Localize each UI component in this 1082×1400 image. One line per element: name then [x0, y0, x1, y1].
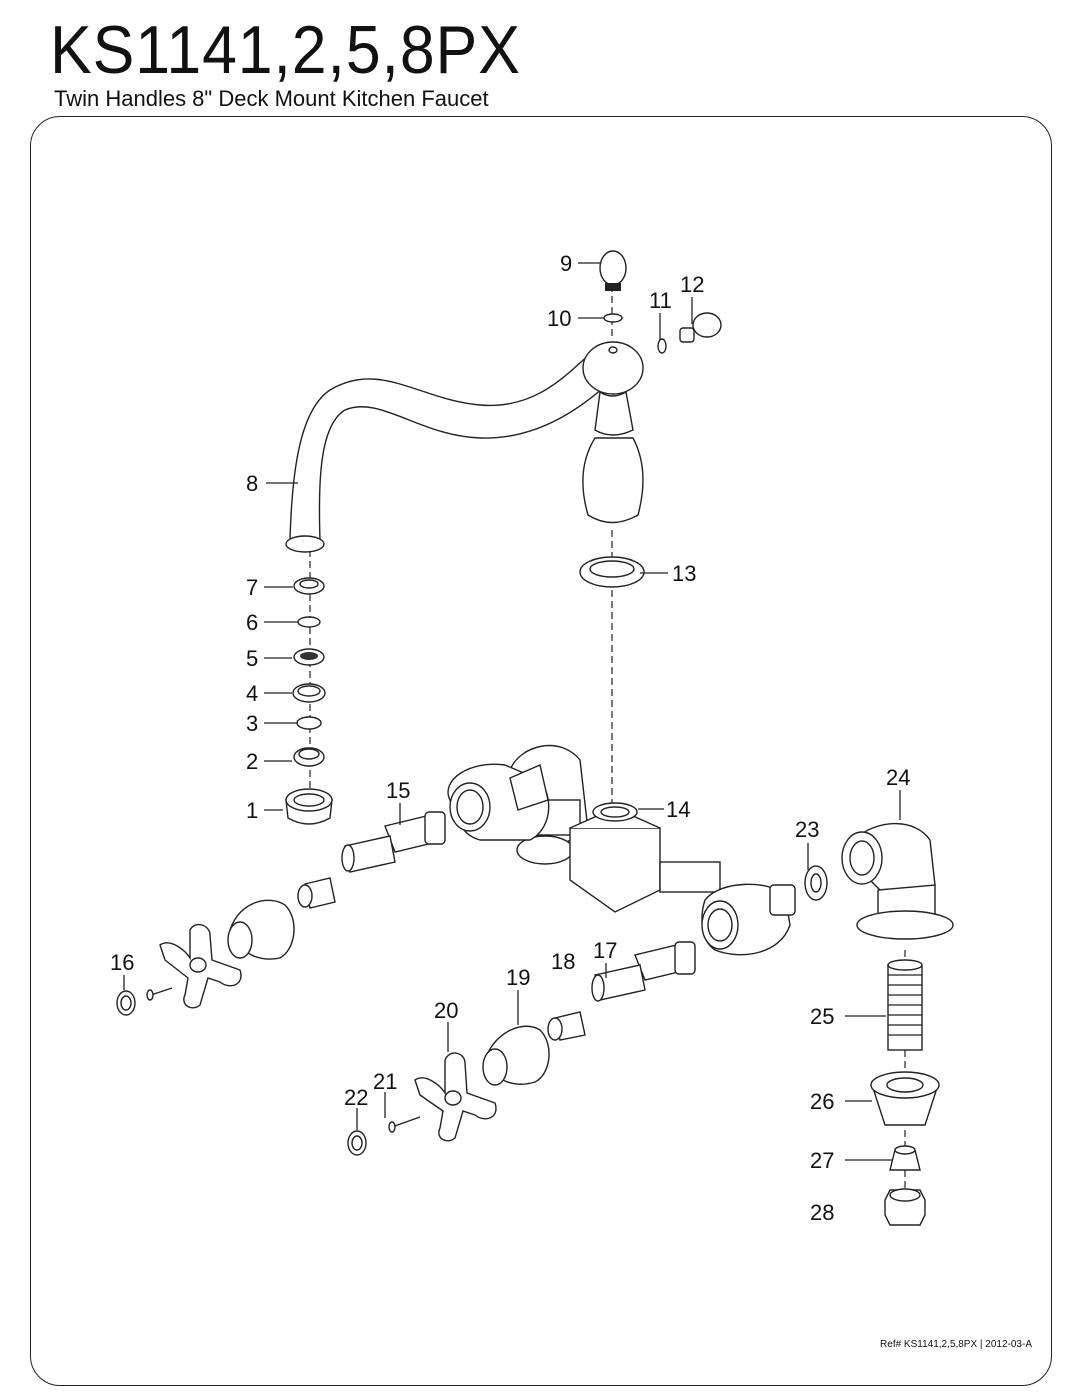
callout-11: 11 — [649, 288, 672, 313]
part-21-screw-head — [388, 1121, 396, 1133]
callout-23: 23 — [795, 817, 819, 842]
callout-15: 15 — [386, 778, 410, 803]
callout-27: 27 — [810, 1148, 834, 1173]
part-4-ring — [292, 683, 326, 703]
part-5-screen — [293, 648, 325, 666]
callout-21: 21 — [373, 1069, 397, 1094]
callout-5: 5 — [246, 646, 258, 671]
diagram-frame — [30, 116, 1052, 1386]
part-22-index-button — [347, 1130, 367, 1156]
part-15-cartridge-left — [341, 811, 446, 873]
part-21-handle-screw — [391, 1116, 421, 1128]
part-8-spout — [285, 341, 644, 553]
part-27-ferrule — [889, 1145, 921, 1171]
part-25-threaded-shank — [887, 959, 923, 1051]
callout-2: 2 — [246, 749, 258, 774]
callout-18: 18 — [551, 949, 575, 974]
callout-13: 13 — [672, 561, 696, 586]
callout-8: 8 — [246, 471, 258, 496]
callout-26: 26 — [810, 1089, 834, 1114]
part-16-index-button — [116, 990, 136, 1016]
part-20-cross-handle — [414, 1052, 497, 1142]
callout-19: 19 — [506, 965, 530, 990]
model-number-title: KS1141,2,5,8PX — [50, 12, 521, 88]
callout-10: 10 — [547, 306, 571, 331]
left-handle-bonnet — [227, 899, 295, 960]
part-12-side-cap — [679, 312, 722, 343]
callout-28: 28 — [810, 1200, 834, 1225]
callout-16: 16 — [110, 950, 134, 975]
leader-lines — [123, 262, 901, 1161]
part-17-cartridge-right — [591, 941, 696, 1002]
document-reference: Ref# KS1141,2,5,8PX | 2012-03-A — [880, 1339, 1032, 1350]
callout-3: 3 — [246, 711, 258, 736]
part-2-insert — [293, 747, 325, 767]
callout-1: 1 — [246, 798, 258, 823]
callout-22: 22 — [344, 1085, 368, 1110]
product-description: Twin Handles 8" Deck Mount Kitchen Fauce… — [54, 86, 489, 111]
left-cross-handle — [159, 923, 242, 1009]
callout-24: 24 — [886, 765, 910, 790]
callout-7: 7 — [246, 575, 258, 600]
left-stem-adapter — [297, 877, 336, 909]
callout-4: 4 — [246, 681, 258, 706]
callout-25: 25 — [810, 1004, 834, 1029]
part-9-finial — [599, 250, 627, 291]
part-14-faucet-body — [447, 744, 796, 956]
part-13-base-gasket — [579, 556, 645, 588]
callout-12: 12 — [680, 272, 704, 297]
part-3-mesh — [296, 716, 322, 730]
part-11-washer — [657, 338, 667, 354]
part-6-gasket — [297, 616, 321, 628]
callout-14: 14 — [666, 797, 690, 822]
part-24-elbow-union — [841, 822, 954, 940]
callout-6: 6 — [246, 610, 258, 635]
part-26-mounting-nut — [870, 1071, 940, 1126]
part-10-o-ring — [603, 313, 623, 323]
callout-20: 20 — [434, 998, 458, 1023]
part-28-compression-nut — [884, 1188, 926, 1226]
part-23-washer — [804, 865, 828, 901]
part-1-aerator-housing — [285, 788, 333, 825]
part-18-stem-adapter — [547, 1011, 586, 1041]
callout-17: 17 — [593, 938, 617, 963]
part-19-handle-bonnet — [482, 1025, 550, 1086]
part-7-washer — [293, 577, 325, 595]
left-screw-head — [146, 989, 154, 1001]
callout-9: 9 — [560, 251, 572, 276]
